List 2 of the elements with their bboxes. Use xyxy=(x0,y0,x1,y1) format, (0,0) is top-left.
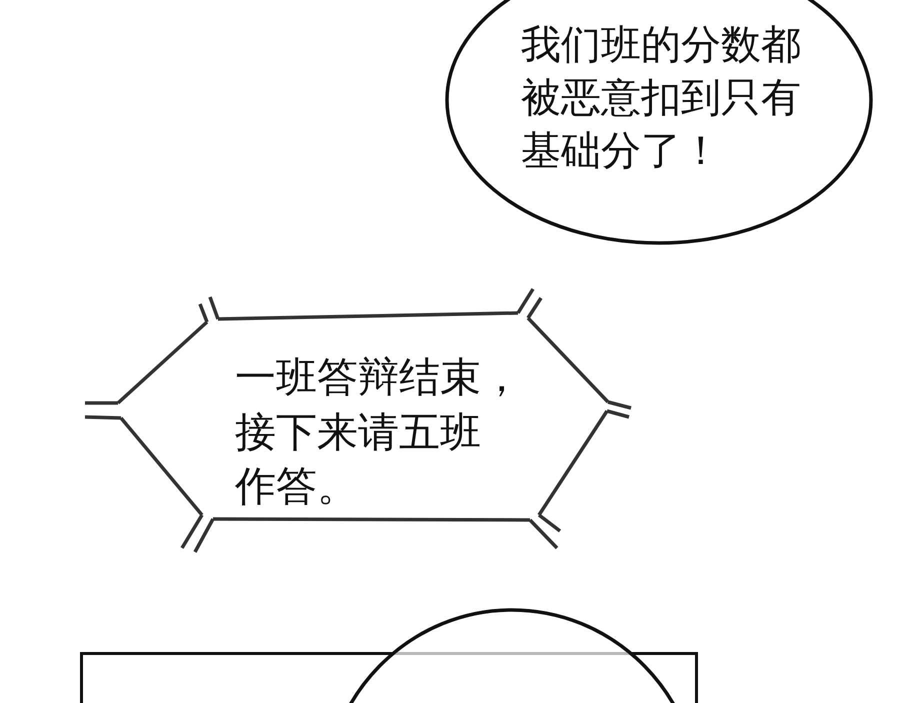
speech-text: 一班答辩结束，接下来请五班作答。 xyxy=(235,352,505,512)
speech-text: 我们班的分数都被恶意扣到只有基础分了！ xyxy=(521,21,802,176)
